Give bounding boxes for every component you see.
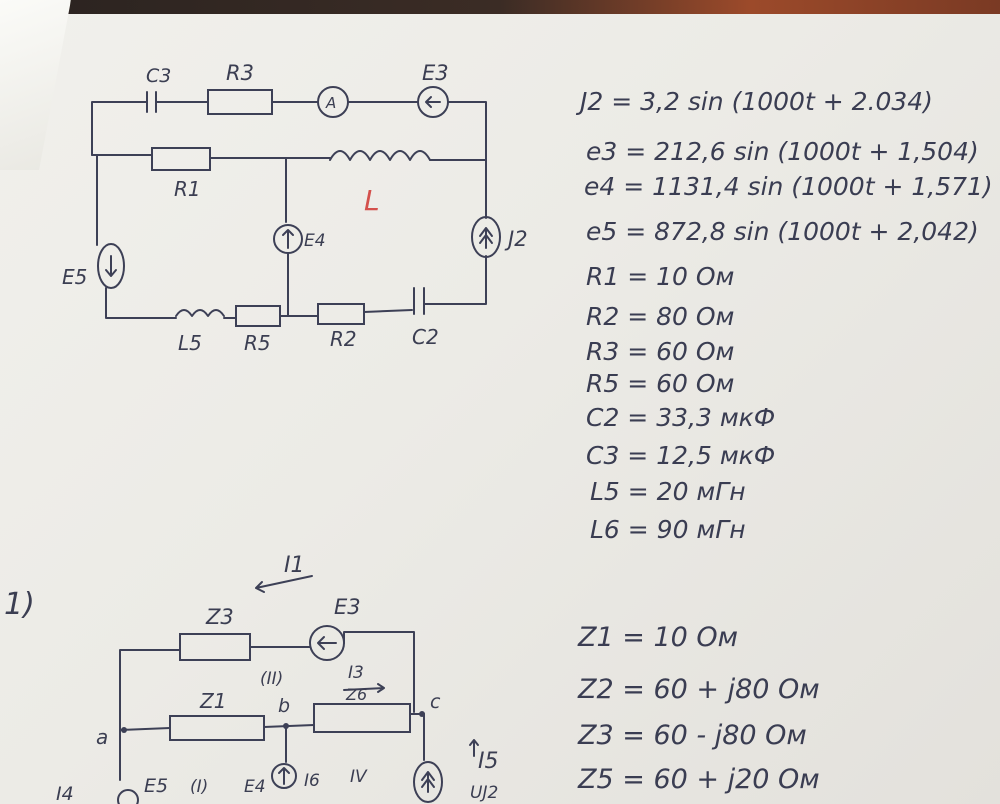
label-r2: R2 [330, 327, 357, 351]
label-e5-2: E5 [144, 775, 168, 797]
equation-list: J2 = 3,2 sin (1000t + 2.034) e3 = 212,6 … [575, 87, 993, 544]
equation-j2: J2 = 3,2 sin (1000t + 2.034) [575, 87, 933, 116]
label-j2: J2 [504, 227, 528, 251]
label-e4: E4 [304, 231, 326, 251]
inductor-l5 [175, 309, 225, 317]
label-e3: E3 [422, 61, 449, 85]
label-ammeter: A [325, 94, 336, 112]
label-e5: E5 [62, 265, 87, 289]
label-l5: L5 [178, 331, 202, 355]
source-e4-2 [271, 763, 297, 789]
impedance-z5-value: Z5 = 60 + j20 Ом [577, 764, 820, 795]
impedance-z3-value: Z3 = 60 - j80 Ом [577, 720, 807, 751]
label-node-a: a [96, 725, 108, 749]
label-c3: C3 [146, 65, 171, 87]
label-z3: Z3 [205, 605, 234, 629]
label-r1: R1 [174, 177, 201, 201]
equation-e3: e3 = 212,6 sin (1000t + 1,504) [586, 137, 979, 166]
circuit-1-schematic [91, 86, 501, 327]
label-i1: I1 [284, 553, 305, 578]
label-i3: I3 [348, 663, 364, 683]
label-node-b: b [278, 695, 290, 717]
equation-e4: e4 = 1131,4 sin (1000t + 1,571) [584, 172, 993, 201]
label-loop-1: (I) [190, 777, 208, 797]
impedance-z6 [313, 703, 411, 733]
impedance-list: Z1 = 10 Ом Z2 = 60 + j80 Ом Z3 = 60 - j8… [577, 622, 820, 795]
equation-r3: R3 = 60 Ом [586, 337, 734, 366]
resistor-r3 [207, 89, 273, 115]
equation-c3: C3 = 12,5 мкФ [586, 441, 775, 470]
label-uj: UJ2 [470, 783, 498, 803]
impedance-z1 [169, 715, 265, 741]
label-z1: Z1 [199, 689, 226, 713]
label-node-c: c [430, 691, 441, 713]
source-j-2 [413, 761, 443, 803]
source-e5 [97, 243, 125, 289]
impedance-z1-value: Z1 = 10 Ом [577, 622, 738, 653]
label-loop-4: IV [350, 767, 368, 787]
source-e5-2 [117, 789, 139, 804]
label-r3: R3 [226, 61, 254, 85]
equation-e5: e5 = 872,8 sin (1000t + 2,042) [586, 217, 979, 246]
inductor-l [329, 150, 431, 161]
label-i6: I6 [304, 771, 320, 791]
resistor-r1 [151, 147, 211, 171]
label-loop-2: (II) [260, 669, 283, 689]
equation-l6: L6 = 90 мГн [590, 515, 746, 544]
label-l: L [364, 184, 380, 217]
equation-c2: C2 = 33,3 мкФ [586, 403, 775, 432]
equation-r5: R5 = 60 Ом [586, 369, 734, 398]
label-i5: I5 [478, 749, 499, 774]
equation-l5: L5 = 20 мГн [590, 477, 746, 506]
desk-edge [0, 0, 1000, 14]
node-a [121, 727, 127, 733]
label-r5: R5 [244, 331, 271, 355]
resistor-r5 [235, 305, 281, 327]
impedance-z2-value: Z2 = 60 + j80 Ом [577, 674, 820, 705]
equation-r1: R1 = 10 Ом [586, 262, 734, 291]
circuit-2-schematic [117, 575, 479, 804]
step-number: 1) [4, 587, 35, 622]
label-e3-2: E3 [334, 595, 361, 619]
equation-r2: R2 = 80 Ом [586, 302, 734, 331]
impedance-z3 [179, 633, 251, 661]
label-z6: Z6 [345, 685, 367, 704]
source-j2 [471, 216, 501, 258]
label-e4-2: E4 [244, 777, 266, 797]
resistor-r2 [317, 303, 365, 325]
label-i4: I4 [56, 783, 74, 804]
label-c2: C2 [412, 325, 439, 349]
